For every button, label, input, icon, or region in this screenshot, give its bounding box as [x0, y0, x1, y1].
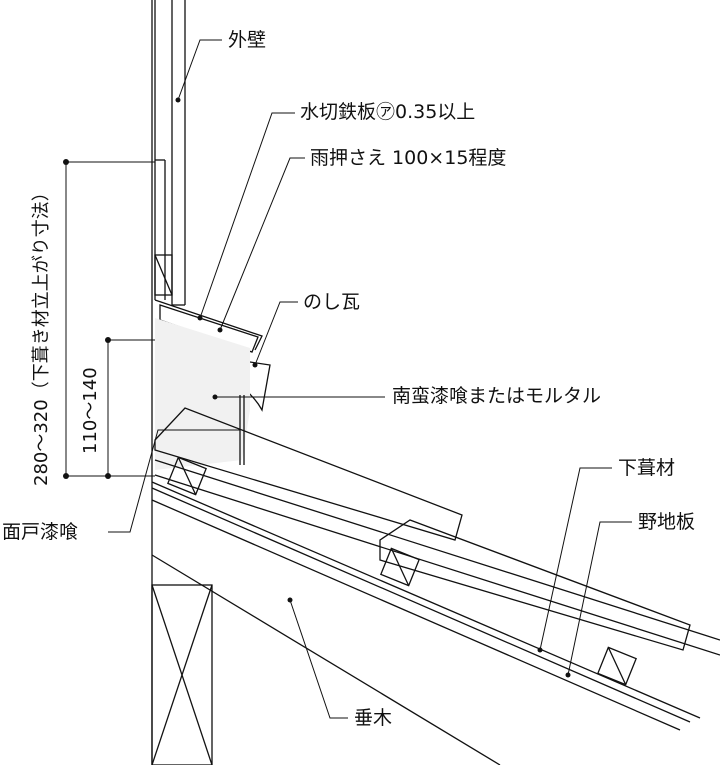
label-flashing: 水切鉄板㋐0.35以上 — [300, 101, 476, 123]
label-sheathing: 野地板 — [638, 511, 696, 533]
label-rain-cover: 雨押さえ 100×15程度 — [310, 147, 507, 169]
plaster-fill — [155, 318, 250, 470]
flashing — [154, 299, 263, 353]
label-rafter: 垂木 — [354, 707, 393, 729]
label-underlayment: 下葺材 — [618, 457, 676, 479]
leader-lines — [108, 39, 632, 719]
post — [151, 584, 213, 765]
dimension-lines — [63, 159, 155, 479]
dimension-underlay-rise: 280～320（下葺き材立上がり寸法） — [31, 183, 52, 486]
roof-layers — [151, 481, 701, 765]
label-outer-wall: 外壁 — [228, 29, 267, 51]
label-plaster-mortar: 南蛮漆喰またはモルタル — [392, 385, 602, 407]
battens — [167, 456, 637, 686]
label-noshi-tile: のし瓦 — [303, 291, 361, 313]
label-mendo-plaster: 面戸漆喰 — [2, 521, 79, 543]
dimension-plaster-height: 110～140 — [80, 367, 101, 454]
roof-tiles — [154, 407, 720, 656]
